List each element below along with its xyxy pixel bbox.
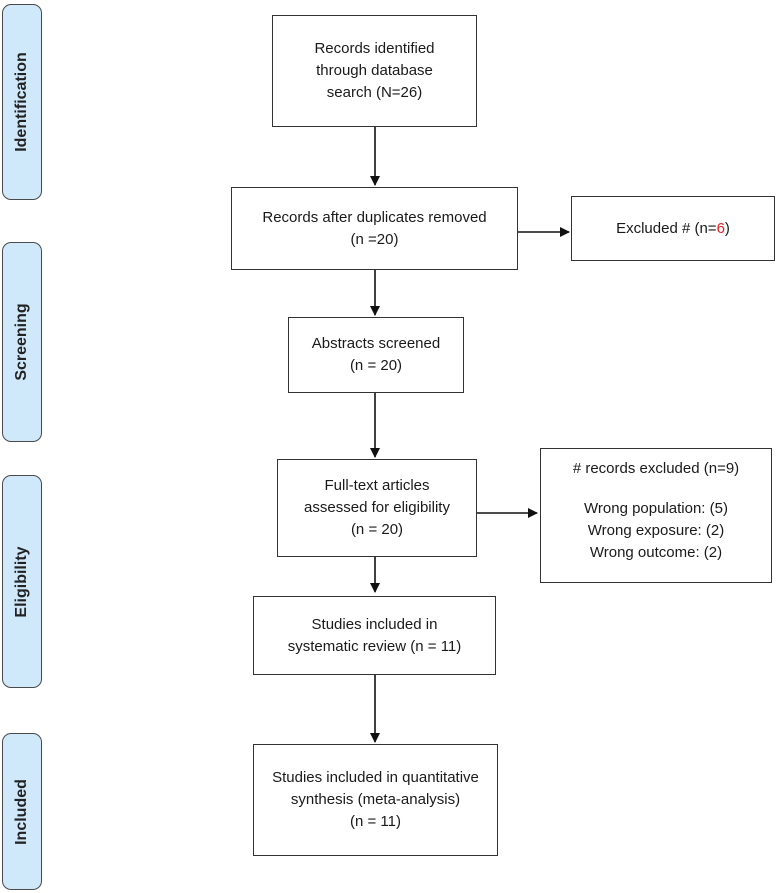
box-abstracts-screened: Abstracts screened (n = 20)	[288, 317, 464, 393]
box-records-identified: Records identified through database sear…	[272, 15, 477, 127]
box-text-line: Full-text articles	[324, 477, 430, 494]
excluded-count: 6	[716, 219, 725, 237]
box-text-line: search (N=26)	[326, 84, 423, 101]
box-after-duplicates: Records after duplicates removed (n =20)	[231, 187, 518, 270]
box-text-line: synthesis (meta-analysis)	[290, 791, 461, 808]
exclusion-spacer	[541, 480, 771, 498]
exclusion-reason: Wrong exposure: (2)	[587, 522, 725, 539]
phase-included: Included	[2, 733, 42, 890]
exclusion-reason: Wrong outcome: (2)	[589, 544, 723, 561]
excluded-suffix: )	[724, 219, 730, 237]
box-text-line: (n = 11)	[350, 813, 401, 830]
box-fulltext-assessed: Full-text articles assessed for eligibil…	[277, 459, 477, 557]
box-text-line: (n = 20)	[349, 357, 403, 374]
box-text-line: assessed for eligibility	[304, 499, 450, 516]
phase-identification: Identification	[2, 4, 42, 200]
box-text-line: through database	[316, 62, 433, 79]
box-text-line: Abstracts screened	[311, 335, 441, 352]
box-systematic-review: Studies included in systematic review (n…	[253, 596, 496, 675]
box-text-line: Studies included in	[311, 615, 438, 633]
excluded-duplicates-text: Excluded # (n=6)	[616, 218, 730, 240]
box-text-line: (n =20)	[350, 230, 399, 248]
excluded-prefix: Excluded # (n=	[616, 219, 717, 237]
box-text-line: Records identified	[314, 40, 435, 57]
box-text-line: Records after duplicates removed	[262, 208, 487, 226]
phase-screening: Screening	[2, 242, 42, 442]
exclusion-reason: Wrong population: (5)	[584, 500, 728, 517]
exclusion-header: # records excluded (n=9)	[572, 460, 740, 477]
box-meta-analysis: Studies included in quantitative synthes…	[253, 744, 498, 856]
box-excluded-duplicates: Excluded # (n=6)	[571, 196, 775, 261]
phase-eligibility: Eligibility	[2, 475, 42, 688]
box-text-line: Studies included in quantitative	[272, 769, 479, 786]
box-records-excluded: # records excluded (n=9) Wrong populatio…	[540, 448, 772, 583]
box-text-line: (n = 20)	[350, 521, 404, 538]
box-text-line: systematic review (n = 11)	[287, 637, 462, 655]
